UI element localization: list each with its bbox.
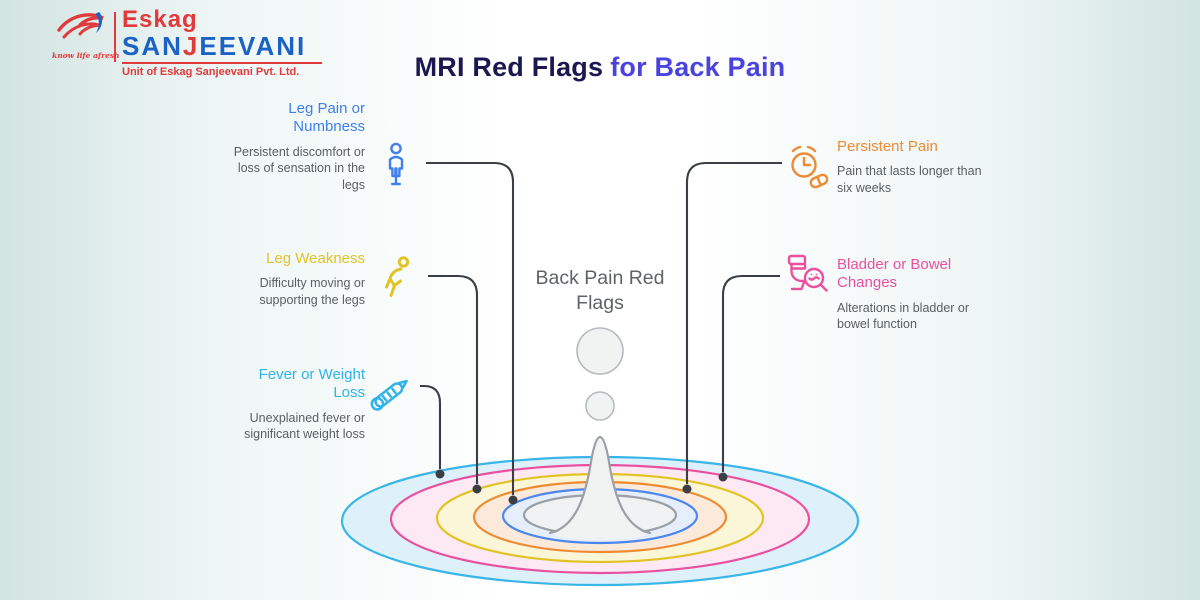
callout-title: Persistent Pain (837, 138, 938, 155)
connector-dot (472, 484, 482, 494)
walking-person-icon (376, 254, 416, 305)
connector-lines (420, 161, 782, 495)
connector-dot (435, 469, 445, 479)
connector-dot (718, 472, 728, 482)
brand-name-main: SANJEEVANI (122, 31, 307, 61)
toilet-magnifier-icon (783, 251, 831, 306)
connector-dot (682, 484, 692, 494)
water-drop (548, 435, 652, 540)
callout-description: Persistent discomfort or loss of sensati… (233, 144, 365, 192)
callout-description: Difficulty moving or supporting the legs (259, 276, 365, 307)
callout-fever: Fever or Weight Loss Unexplained fever o… (165, 366, 365, 443)
callout-title: Fever or Weight Loss (258, 366, 365, 402)
connector-bladder (721, 274, 780, 472)
clock-pill-icon (784, 142, 832, 197)
brand-tagline: know life afresh (52, 51, 120, 60)
logo-divider (114, 12, 116, 62)
bird-logo-icon (55, 12, 107, 52)
thermometer-icon (362, 366, 418, 427)
connector-fever (420, 384, 442, 469)
droplet-circle-large (576, 327, 624, 375)
brand-logo: know life afresh Eskag SANJEEVANI Unit o… (52, 8, 322, 78)
callout-title: Bladder or Bowel Changes (837, 256, 952, 292)
callout-persistent-pain: Persistent Pain Pain that lasts longer t… (837, 138, 1027, 196)
callout-bladder: Bladder or Bowel Changes Alterations in … (837, 256, 1027, 333)
person-icon (379, 142, 413, 194)
page-title-part2: for Back Pain (610, 52, 786, 82)
callout-leg-weakness: Leg Weakness Difficulty moving or suppor… (165, 250, 365, 308)
logo-rule (122, 62, 322, 64)
connector-leg-weakness (428, 274, 479, 484)
callout-description: Unexplained fever or significant weight … (244, 410, 365, 442)
connector-dot (508, 495, 518, 505)
callout-leg-pain: Leg Pain or Numbness Persistent discomfo… (165, 100, 365, 193)
callout-description: Pain that lasts longer than six weeks (837, 164, 982, 195)
callout-title: Leg Pain or Numbness (288, 100, 365, 136)
callout-title: Leg Weakness (266, 250, 365, 267)
page-title-part1: MRI Red Flags (414, 52, 604, 82)
callout-description: Alterations in bladder or bowel function (837, 300, 970, 332)
center-label-line2: Flags (576, 291, 624, 314)
center-label-line1: Back Pain Red (535, 267, 665, 289)
connector-dots (435, 469, 728, 505)
brand-unit-line: Unit of Eskag Sanjeevani Pvt. Ltd. (122, 66, 300, 78)
droplet-circle-small (585, 391, 615, 421)
center-label: Back Pain Red Flags (536, 266, 665, 315)
connector-leg-pain (426, 161, 515, 495)
connector-persistent-pain (685, 161, 782, 484)
brand-name-top: Eskag (122, 6, 198, 33)
